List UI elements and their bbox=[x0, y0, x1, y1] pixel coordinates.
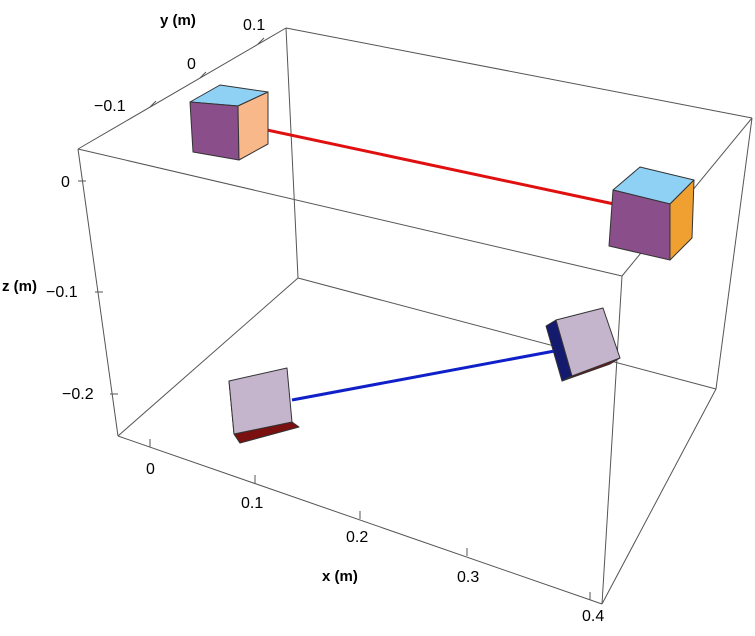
frame-edge bbox=[285, 27, 299, 279]
frame-edge bbox=[117, 277, 299, 437]
y-tick bbox=[149, 100, 157, 108]
tick-marks bbox=[78, 37, 591, 600]
z-tick-label: −0.1 bbox=[46, 284, 78, 301]
frame-edge bbox=[77, 27, 287, 150]
y-tick-label: 0 bbox=[187, 56, 196, 73]
cube-front-face bbox=[555, 307, 621, 377]
frame-edge bbox=[601, 275, 623, 605]
frame-edge bbox=[297, 277, 717, 390]
z-axis-label: z (m) bbox=[2, 278, 37, 295]
frame-edge bbox=[77, 148, 623, 277]
red-spring-line bbox=[252, 125, 615, 206]
x-tick-label: 0.4 bbox=[582, 608, 604, 625]
x-tick-label: 0.2 bbox=[346, 529, 368, 546]
x-tick-label: 0.3 bbox=[457, 569, 479, 586]
frame-edge bbox=[601, 388, 717, 605]
y-tick bbox=[257, 37, 265, 45]
frame-edge bbox=[285, 27, 753, 119]
blue-spring-line bbox=[291, 348, 561, 402]
y-tick-label: 0.1 bbox=[243, 17, 265, 34]
bounding-box bbox=[77, 27, 753, 605]
y-axis-label: y (m) bbox=[160, 12, 196, 29]
x-axis-label: x (m) bbox=[322, 568, 358, 585]
cube-front-face bbox=[189, 101, 240, 161]
y-tick-label: −0.1 bbox=[94, 98, 126, 115]
frame-edge bbox=[117, 435, 603, 605]
cube-top-right bbox=[608, 166, 695, 261]
z-tick-label: 0 bbox=[61, 174, 70, 191]
frame-edge bbox=[715, 117, 753, 390]
x-tick-label: 0 bbox=[146, 461, 155, 478]
x-tick-label: 0.1 bbox=[241, 495, 263, 512]
cube-top-left bbox=[189, 84, 269, 161]
y-tick bbox=[199, 71, 207, 79]
z-tick-label: −0.2 bbox=[62, 386, 94, 403]
cube-side-face bbox=[237, 91, 269, 161]
cube-bottom-right bbox=[545, 307, 621, 382]
cube-side-face bbox=[669, 179, 695, 261]
cube-bottom-left bbox=[228, 367, 300, 444]
cube-front-face bbox=[228, 367, 293, 435]
